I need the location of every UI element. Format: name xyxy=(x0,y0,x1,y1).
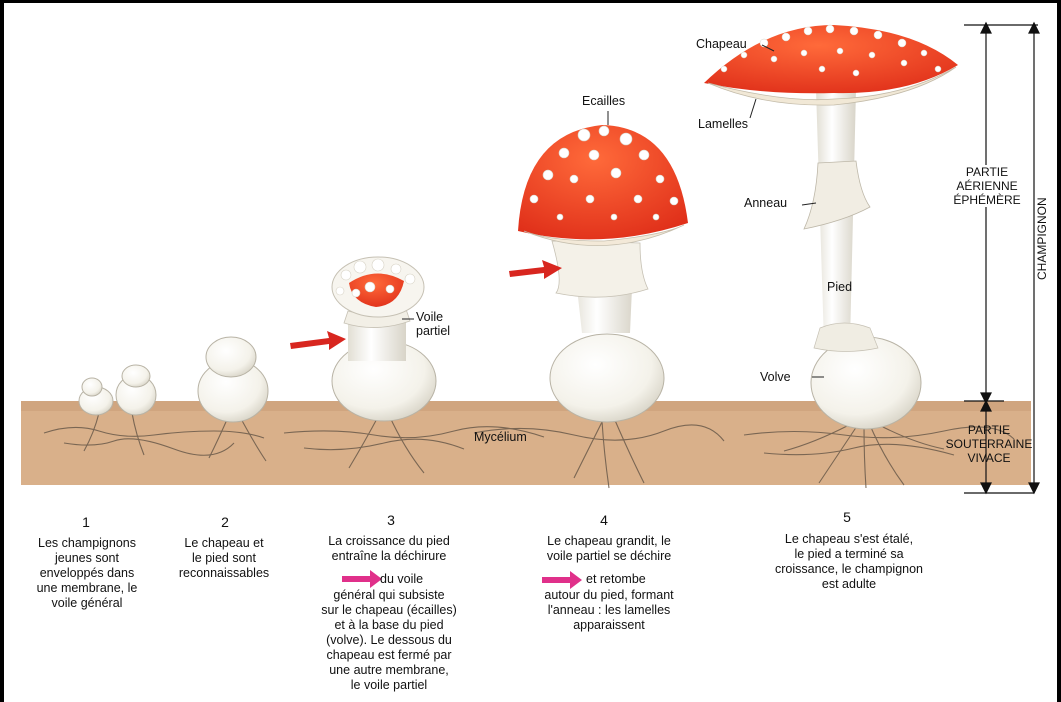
stage-number-2: 2 xyxy=(210,514,240,530)
stage-caption-4-rest: autour du pied, formant l'anneau : les l… xyxy=(514,588,704,633)
stage-5-ring xyxy=(804,161,870,229)
stage-3-caption-arrow xyxy=(342,570,382,588)
label-partie-aerienne: PARTIE AÉRIENNE ÉPHÉMÈRE xyxy=(950,165,1024,207)
stage-caption-4-arrow-text: et retombe xyxy=(586,572,676,587)
label-champignon: CHAMPIGNON xyxy=(1035,194,1049,283)
label-chapeau: Chapeau xyxy=(696,37,747,51)
stage-4-mushroom xyxy=(518,125,688,422)
stage-caption-5: Le chapeau s'est étalé, le pied a termin… xyxy=(744,532,954,592)
stage-5-mushroom xyxy=(704,25,958,429)
label-lamelles: Lamelles xyxy=(698,117,748,131)
stage-number-5: 5 xyxy=(832,509,862,525)
stage-5-volve xyxy=(811,337,921,429)
label-voile-partiel: Voile partiel xyxy=(416,310,450,338)
stage-caption-2: Le chapeau et le pied sont reconnaissabl… xyxy=(164,536,284,581)
stage-caption-4-top: Le chapeau grandit, le voile partiel se … xyxy=(514,534,704,564)
stage-3-red-arrow xyxy=(290,331,346,350)
stage-4-caption-arrow xyxy=(542,571,582,589)
label-pied: Pied xyxy=(827,280,852,294)
stage-caption-3-rest: général qui subsiste sur le chapeau (éca… xyxy=(294,588,484,693)
label-volve: Volve xyxy=(760,370,791,384)
stage-caption-3-arrow-text: du voile xyxy=(380,572,450,587)
label-anneau: Anneau xyxy=(744,196,787,210)
stage-number-3: 3 xyxy=(376,512,406,528)
stage-number-4: 4 xyxy=(589,512,619,528)
stage-4-volve xyxy=(550,334,664,422)
aerial-dimension-line xyxy=(964,23,1004,403)
stage-caption-3-top: La croissance du pied entraîne la déchir… xyxy=(294,534,484,564)
label-ecailles: Ecailles xyxy=(582,94,625,108)
stage-5-cap xyxy=(704,25,958,93)
stage-number-1: 1 xyxy=(71,514,101,530)
stage-4-red-arrow xyxy=(509,260,562,279)
label-mycelium: Mycélium xyxy=(474,430,527,444)
label-partie-souterraine: PARTIE SOUTERRAINE VIVACE xyxy=(944,423,1034,465)
stage-caption-1: Les champignons jeunes sont enveloppés d… xyxy=(22,536,152,611)
stage-3-mushroom xyxy=(332,257,436,421)
stage-2-mushroom xyxy=(198,337,268,422)
